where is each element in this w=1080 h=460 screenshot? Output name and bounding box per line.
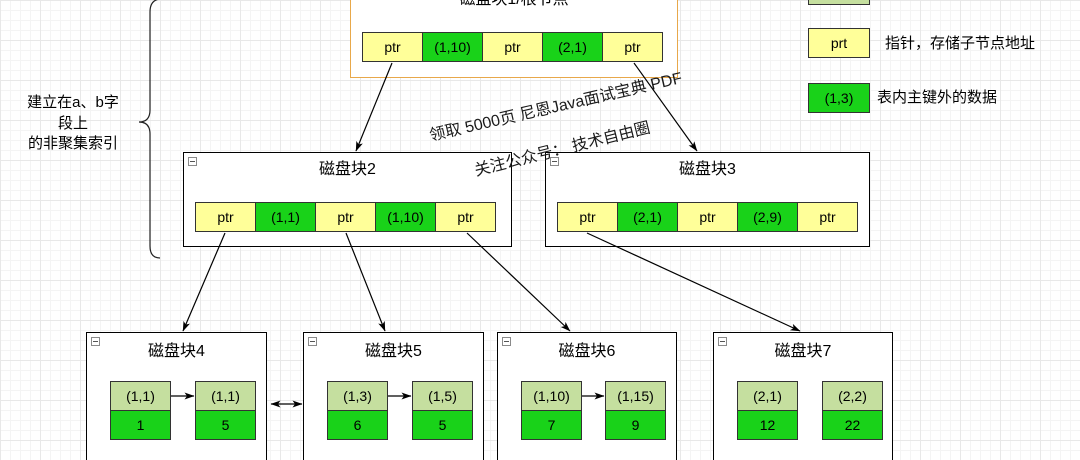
node-title: 磁盘块6 (558, 343, 616, 360)
index-key-cell: (1,3) (327, 381, 388, 411)
node-title: 磁盘块3 (679, 161, 736, 178)
key-cell: (1,10) (375, 202, 436, 232)
description-line: 的非聚集索引 (27, 135, 118, 152)
row-value-cell: 12 (737, 410, 798, 440)
internal-node-block2: 磁盘块2 ptr (1,1) ptr (1,10) ptr (183, 152, 512, 247)
legend-pointer-swatch: prt (808, 28, 870, 58)
leaf-node-block7: 磁盘块7 (2,1) 12 (2,2) 22 (713, 332, 893, 460)
root-title-clip: 磁盘块1/根节点 (351, 0, 677, 9)
row-value-cell: 9 (605, 410, 666, 440)
key-cell: (2,9) (737, 202, 798, 232)
row-value-cell: 22 (822, 410, 883, 440)
minus-icon[interactable] (91, 337, 100, 346)
leaf-node-block4: 磁盘块4 (1,1) 1 (1,1) 5 (86, 332, 267, 460)
curly-brace (138, 0, 161, 259)
root-node: 磁盘块1/根节点 ptr (1,10) ptr (2,1) ptr (350, 0, 678, 78)
arrow-block2-to-block6 (466, 232, 571, 332)
pointer-cell: ptr (557, 202, 618, 232)
node-title: 磁盘块5 (365, 343, 422, 360)
legend-data-label: 表内主键外的数据 (877, 89, 998, 106)
row-value-cell: 6 (327, 410, 388, 440)
internal-node-block3: 磁盘块3 ptr (2,1) ptr (2,9) ptr (545, 152, 870, 247)
minus-icon[interactable] (308, 337, 317, 346)
legend-key-swatch (808, 0, 870, 5)
node-title: 磁盘块4 (148, 343, 205, 360)
pointer-cell: ptr (797, 202, 858, 232)
pointer-cell: ptr (677, 202, 738, 232)
index-key-cell: (1,1) (110, 381, 171, 411)
index-key-cell: (1,15) (605, 381, 666, 411)
root-cell-row: ptr (1,10) ptr (2,1) ptr (362, 32, 663, 62)
arrow-block2-to-block5 (345, 232, 386, 332)
node-title: 磁盘块7 (774, 343, 832, 360)
minus-icon[interactable] (718, 337, 727, 346)
pointer-cell: ptr (435, 202, 496, 232)
legend-pointer-label: 指针，存储子节点地址 (885, 35, 1036, 52)
leaf-entry: (1,5) 5 (412, 381, 473, 440)
leaf-entry: (2,2) 22 (822, 381, 883, 440)
index-key-cell: (1,1) (195, 381, 256, 411)
row-value-cell: 1 (110, 410, 171, 440)
index-key-cell: (1,5) (412, 381, 473, 411)
pointer-cell: ptr (195, 202, 256, 232)
leaf-entry: (2,1) 12 (737, 381, 798, 440)
row-value-cell: 5 (195, 410, 256, 440)
minus-icon[interactable] (550, 157, 559, 166)
row-value-cell: 5 (412, 410, 473, 440)
key-cell: (2,1) (617, 202, 678, 232)
leaf-entry: (1,15) 9 (605, 381, 666, 440)
arrow-block2-to-block4 (182, 232, 226, 332)
pointer-cell: ptr (482, 32, 543, 62)
leaf-node-block5: 磁盘块5 (1,3) 6 (1,5) 5 (303, 332, 484, 460)
key-cell: (1,1) (255, 202, 316, 232)
key-cell: (2,1) (542, 32, 603, 62)
index-key-cell: (1,10) (521, 381, 582, 411)
arrow-block3-to-block7 (586, 232, 801, 332)
node-title: 磁盘块1/根节点 (351, 0, 677, 9)
row-value-cell: 7 (521, 410, 582, 440)
description-line: 建立在a、b字 (27, 94, 119, 111)
index-key-cell: (2,1) (737, 381, 798, 411)
pointer-cell: ptr (362, 32, 423, 62)
leaf-entry: (1,1) 1 (110, 381, 171, 440)
leaf-entry: (1,3) 6 (327, 381, 388, 440)
description-line: 段上 (57, 114, 88, 132)
key-cell: (1,10) (422, 32, 483, 62)
leaf-entry: (1,1) 5 (195, 381, 256, 440)
leaf-entry: (1,10) 7 (521, 381, 582, 440)
node-cell-row: ptr (1,1) ptr (1,10) ptr (195, 202, 496, 232)
pointer-cell: ptr (602, 32, 663, 62)
leaf-node-block6: 磁盘块6 (1,10) 7 (1,15) 9 (497, 332, 677, 460)
pointer-cell: ptr (315, 202, 376, 232)
node-title: 磁盘块2 (319, 161, 376, 178)
legend-data-swatch: (1,3) (808, 83, 870, 113)
node-cell-row: ptr (2,1) ptr (2,9) ptr (557, 202, 858, 232)
minus-icon[interactable] (502, 337, 511, 346)
index-description: 建立在a、b字 段上 的非聚集索引 (12, 93, 134, 155)
index-key-cell: (2,2) (822, 381, 883, 411)
minus-icon[interactable] (188, 157, 197, 166)
